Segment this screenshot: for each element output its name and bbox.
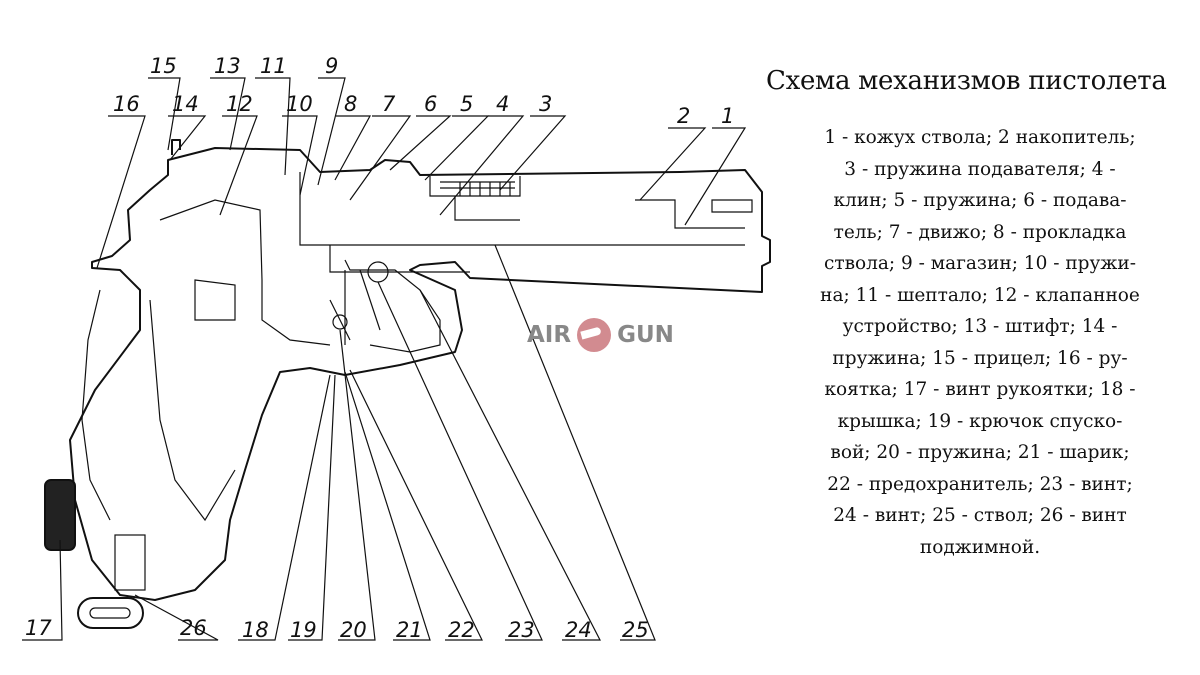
logo-mark-icon (577, 318, 612, 352)
callout-4: 4 (496, 92, 509, 116)
callout-3: 3 (539, 92, 552, 116)
legend-line: 22 - предохранитель; 23 - винт; (827, 473, 1133, 495)
callout-7: 7 (382, 92, 396, 116)
legend-line: на; 11 - шептало; 12 - клапанное (820, 284, 1140, 306)
logo-text-air: AIR (527, 322, 572, 348)
legend-line: коятка; 17 - винт рукоятки; 18 - (824, 379, 1136, 400)
callout-8: 8 (344, 92, 357, 116)
legend-line: устройство; 13 - штифт; 14 - (842, 316, 1118, 337)
legend-line: тель; 7 - движо; 8 - прокладка (833, 221, 1127, 243)
callout-21: 21 (396, 618, 423, 642)
callout-1: 1 (721, 104, 734, 128)
callout-25: 25 (622, 618, 649, 642)
callout-22: 22 (448, 618, 475, 642)
callout-26: 26 (180, 616, 207, 640)
legend-line: пружина; 15 - прицел; 16 - ру- (832, 347, 1128, 369)
callout-13: 13 (214, 54, 241, 78)
callout-12: 12 (226, 92, 253, 116)
callout-11: 11 (260, 54, 287, 78)
leader-lines (22, 77, 747, 641)
callout-19: 19 (290, 618, 317, 642)
callout-numbers: 15 13 11 9 16 14 12 10 8 7 6 5 4 3 2 1 1… (25, 54, 734, 642)
legend-line: крышка; 19 - крючок спуско- (837, 410, 1123, 432)
legend-line: 3 - пружина подавателя; 4 - (844, 158, 1116, 180)
callout-15: 15 (150, 54, 177, 78)
callout-23: 23 (508, 618, 535, 642)
callout-14: 14 (172, 92, 199, 116)
callout-5: 5 (460, 92, 473, 116)
diagram-title: Схема механизмов пистолета (766, 66, 1167, 96)
callout-20: 20 (340, 618, 367, 642)
callout-10: 10 (286, 92, 313, 116)
legend-line: вой; 20 - пружина; 21 - шарик; (830, 442, 1130, 463)
callout-6: 6 (424, 92, 437, 116)
callout-2: 2 (677, 104, 690, 128)
pistol-outline (44, 139, 771, 629)
callout-17: 17 (25, 616, 52, 640)
legend-line: клин; 5 - пружина; 6 - подава- (833, 190, 1127, 211)
parts-legend: 1 - кожух ствола; 2 накопитель; 3 - пруж… (775, 122, 1185, 563)
callout-18: 18 (242, 618, 269, 642)
legend-line: 24 - винт; 25 - ствол; 26 - винт (833, 505, 1127, 526)
callout-16: 16 (113, 92, 140, 116)
logo-text-gun: GUN (617, 322, 674, 348)
legend-line: 1 - кожух ствола; 2 накопитель; (824, 127, 1136, 148)
legend-line: ствола; 9 - магазин; 10 - пружи- (823, 253, 1137, 274)
callout-9: 9 (325, 54, 338, 78)
callout-24: 24 (565, 618, 592, 642)
legend-line: поджимной. (919, 536, 1041, 558)
airgun-logo: AIR GUN (527, 318, 674, 352)
